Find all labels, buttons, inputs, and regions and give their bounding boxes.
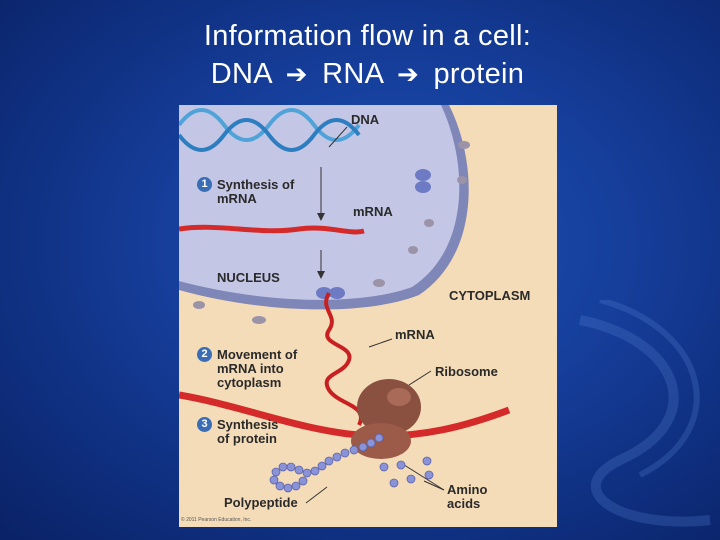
copyright-credit: © 2011 Pearson Education, Inc.: [181, 517, 252, 523]
title-rna: RNA: [322, 58, 383, 90]
mrna-strand-nucleus: [179, 224, 365, 235]
right-arrow-icon: ➔: [397, 59, 420, 89]
label-cytoplasm: CYTOPLASM: [449, 288, 531, 303]
step-1-line-2: mRNA: [217, 191, 257, 206]
nucleus: [179, 105, 460, 300]
label-mrna-cytoplasm: mRNA: [395, 327, 435, 342]
right-arrow-icon: ➔: [285, 59, 308, 89]
amino-acids: [379, 456, 434, 488]
slide-title-line-1: Information flow in a cell:: [203, 20, 532, 52]
polypeptide-chain: [269, 433, 384, 493]
label-amino-acids: Amino acids: [447, 483, 487, 511]
step-2-badge: 2: [197, 347, 212, 362]
arrowheads: [317, 213, 325, 279]
step-3-text: Synthesis of protein: [217, 418, 278, 446]
step-1-line-1: Synthesis of: [217, 177, 295, 192]
label-dna: DNA: [351, 112, 380, 127]
label-ribosome: Ribosome: [435, 364, 498, 379]
label-polypeptide: Polypeptide: [224, 495, 298, 510]
step-1-badge: 1: [197, 177, 212, 192]
step-1-text: Synthesis of mRNA: [217, 178, 294, 206]
step-3-badge: 3: [197, 417, 212, 432]
title-protein: protein: [433, 58, 525, 90]
label-nucleus: NUCLEUS: [217, 270, 280, 285]
label-mrna-nucleus: mRNA: [353, 204, 393, 219]
leader-lines: [305, 126, 445, 504]
figure-artwork: [179, 105, 511, 504]
title-dna: DNA: [210, 58, 272, 90]
transcription-translation-figure: DNA mRNA NUCLEUS CYTOPLASM mRNA Ribosome…: [179, 105, 557, 527]
step-2-line-2: mRNA into: [217, 361, 284, 376]
cytoplasm-granules: [193, 141, 470, 324]
background-swirl: [579, 300, 711, 527]
label-amino-line-1: Amino: [447, 482, 488, 497]
step-2-line-1: Movement of: [217, 347, 298, 362]
step-2-line-3: cytoplasm: [217, 375, 282, 390]
slide-title-line-2: DNA ➔ RNA ➔ protein: [0, 56, 720, 92]
nuclear-pore: [316, 169, 431, 299]
step-3-line-2: of protein: [217, 431, 277, 446]
mrna-strand-cytoplasm: [324, 291, 363, 426]
step-3-line-1: Synthesis: [217, 417, 279, 432]
step-2-text: Movement of mRNA into cytoplasm: [217, 348, 297, 390]
dna-helix: [179, 108, 361, 152]
label-amino-line-2: acids: [447, 496, 481, 511]
